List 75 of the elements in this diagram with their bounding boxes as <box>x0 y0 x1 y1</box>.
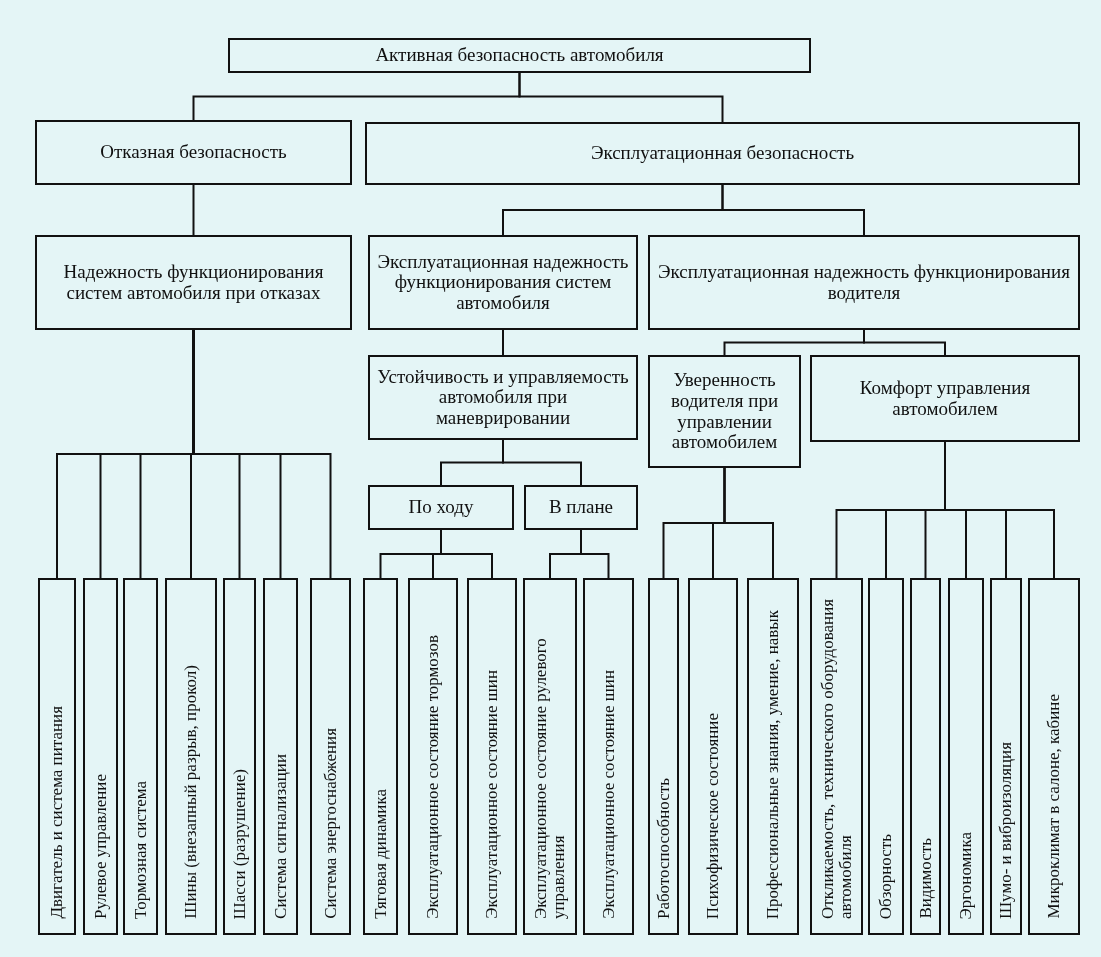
node-label: По ходу <box>408 497 474 518</box>
node-label: Комфорт управления автомобилем <box>858 378 1032 419</box>
process-box <box>523 578 577 935</box>
connector-line <box>723 467 774 579</box>
process-box <box>38 578 76 935</box>
process-box <box>467 578 517 935</box>
process-box <box>228 38 811 73</box>
node-label: Откликаемость, технического оборудования автомобиля <box>818 597 855 919</box>
process-box <box>810 355 1080 442</box>
connector-line <box>192 184 195 236</box>
node-label: Уверенность водителя при управлении автомобилем <box>669 370 780 453</box>
node-label: Видимость <box>916 838 935 919</box>
process-box <box>524 485 638 530</box>
node-label: В плане <box>548 497 614 518</box>
process-box <box>368 235 638 330</box>
node-label: Система сигнализации <box>271 754 290 919</box>
process-box <box>223 578 256 935</box>
process-box <box>810 578 863 935</box>
connector-line <box>944 441 1055 579</box>
process-box <box>123 578 158 935</box>
node-label: Работоспособность <box>654 777 673 919</box>
node-label: Тяговая динамика <box>371 789 390 919</box>
process-box <box>747 578 799 935</box>
node-label: Эргономика <box>957 831 975 919</box>
node-label: Эксплуатационное состояние рулевого управления <box>532 637 568 919</box>
node-label: Эксплуатационная надежность функционирования водителя <box>657 262 1071 303</box>
process-box <box>1028 578 1080 935</box>
node-label: Эксплуатационное состояние шин <box>483 670 501 919</box>
process-box <box>948 578 984 935</box>
node-label: Надежность функционирования систем автомобиля при отказах <box>62 262 325 303</box>
connector-line <box>518 72 724 123</box>
process-box <box>35 120 352 185</box>
connector-line <box>721 184 865 236</box>
process-box <box>583 578 634 935</box>
process-box <box>368 485 514 530</box>
process-box <box>648 235 1080 330</box>
process-box <box>648 578 679 935</box>
process-box <box>688 578 738 935</box>
node-label: Отказная безопасность <box>100 142 287 163</box>
process-box <box>648 355 801 468</box>
process-box <box>910 578 941 935</box>
node-label: Шины (внезапный разрыв, прокол) <box>182 665 200 919</box>
node-label: Активная безопасность автомобиля <box>375 45 664 66</box>
node-label: Микроклимат в салоне, кабине <box>1045 694 1063 919</box>
connector-line <box>502 439 582 486</box>
process-box <box>263 578 298 935</box>
connector-line <box>440 529 493 579</box>
node-label: Шумо- и виброизоляция <box>997 741 1015 919</box>
connector-line <box>580 529 610 579</box>
node-label: Шасси (разрушение) <box>230 768 249 919</box>
process-box <box>408 578 458 935</box>
process-box <box>365 122 1080 185</box>
process-box <box>83 578 118 935</box>
node-label: Эксплуатационное состояние шин <box>599 670 618 919</box>
process-box <box>368 355 638 440</box>
connector-line <box>863 329 946 356</box>
process-box <box>363 578 398 935</box>
node-label: Психофизическое состояние <box>704 712 722 919</box>
connector-line <box>192 329 332 579</box>
node-label: Эксплуатационная надежность функционирования систем автомобиля <box>376 251 630 314</box>
connector-line <box>502 329 504 356</box>
process-box <box>35 235 352 330</box>
process-box <box>310 578 351 935</box>
process-box <box>868 578 904 935</box>
node-label: Обзорность <box>877 833 895 919</box>
process-box <box>990 578 1022 935</box>
node-label: Эксплуатационная безопасность <box>590 143 855 164</box>
process-box <box>165 578 217 935</box>
node-label: Эксплуатационное состояние тормозов <box>424 635 442 919</box>
node-label: Профессиональные знания, умение, навык <box>764 609 782 919</box>
node-label: Двигатель и система питания <box>48 706 66 919</box>
node-label: Тормозная система <box>131 781 150 919</box>
node-label: Система энергоснабжения <box>321 728 340 919</box>
node-label: Устойчивость и управляемость автомобиля при маневрировании <box>376 366 630 429</box>
node-label: Рулевое управление <box>91 774 110 919</box>
